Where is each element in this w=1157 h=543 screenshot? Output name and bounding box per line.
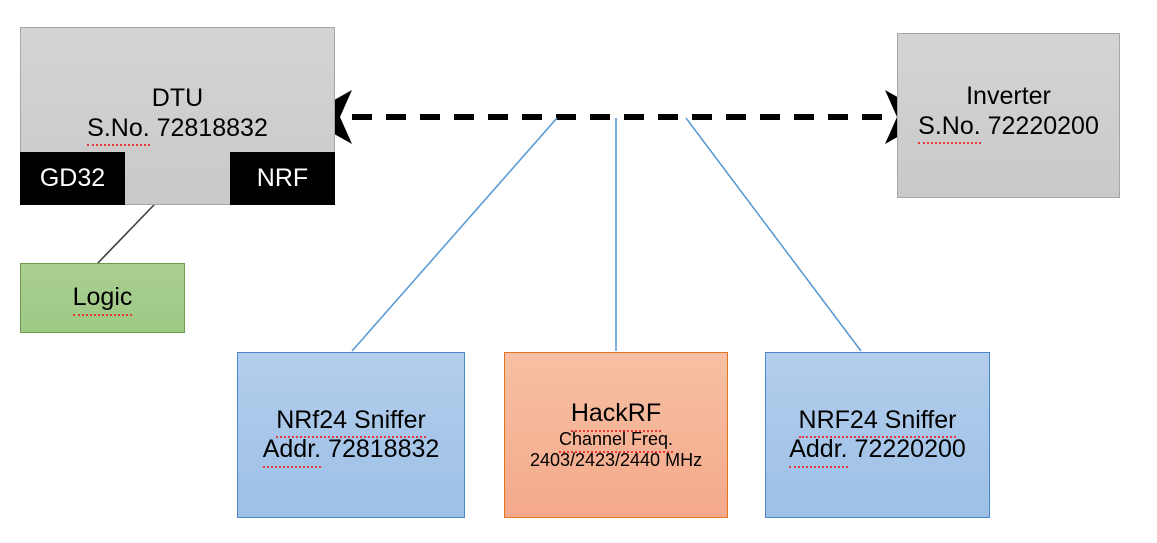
sniffer-left-addr-value: 72818832 [328, 435, 440, 463]
node-inverter[interactable]: Inverter S.No. 72220200 [897, 33, 1120, 198]
dtu-serial-label: S.No. [87, 113, 150, 146]
gd32-label: GD32 [39, 163, 106, 192]
hackrf-subtitle: Channel Freq. [558, 428, 674, 454]
sniffer-left-tap [351, 117, 558, 352]
sniffer-right-title-row: NRF24 Sniffer [798, 405, 957, 438]
node-sniffer-left[interactable]: NRf24 Sniffer Addr. 72818832 [237, 352, 465, 518]
inverter-serial-label: S.No. [918, 111, 981, 144]
node-gd32[interactable]: GD32 [20, 152, 125, 205]
sniffer-right-addr-value: 72220200 [854, 435, 966, 463]
sniffer-right-addr-label: Addr. [789, 435, 848, 467]
hackrf-frequencies: 2403/2423/2440 MHz [529, 449, 703, 470]
node-logic-analyzer[interactable]: Logic [20, 263, 185, 333]
logic-label: Logic [72, 283, 133, 316]
sniffer-left-title-row: NRf24 Sniffer [276, 405, 426, 438]
inverter-serial: S.No. 72220200 [918, 111, 1099, 144]
node-hackrf[interactable]: HackRF Channel Freq. 2403/2423/2440 MHz [504, 352, 728, 518]
inverter-title: Inverter [966, 82, 1051, 110]
sniffer-right-addr: Addr. 72220200 [789, 435, 966, 467]
node-sniffer-right[interactable]: NRF24 Sniffer Addr. 72220200 [765, 352, 990, 518]
sniffer-left-chip: NRf24 Sniffer [276, 405, 426, 438]
nrf-label: NRF [256, 163, 309, 192]
sniffer-left-addr-label: Addr. [262, 435, 322, 467]
sniffer-left-addr: Addr. 72818832 [262, 435, 440, 467]
dtu-serial-value: 72818832 [156, 113, 268, 142]
dtu-title: DTU [151, 84, 204, 112]
sniffer-right-chip: NRF24 Sniffer [798, 405, 957, 438]
node-nrf[interactable]: NRF [230, 152, 335, 205]
hackrf-title: HackRF [570, 399, 662, 431]
dtu-serial: S.No. 72818832 [87, 113, 268, 146]
inverter-serial-value: 72220200 [987, 111, 1099, 140]
sniffer-right-tap [685, 117, 862, 352]
